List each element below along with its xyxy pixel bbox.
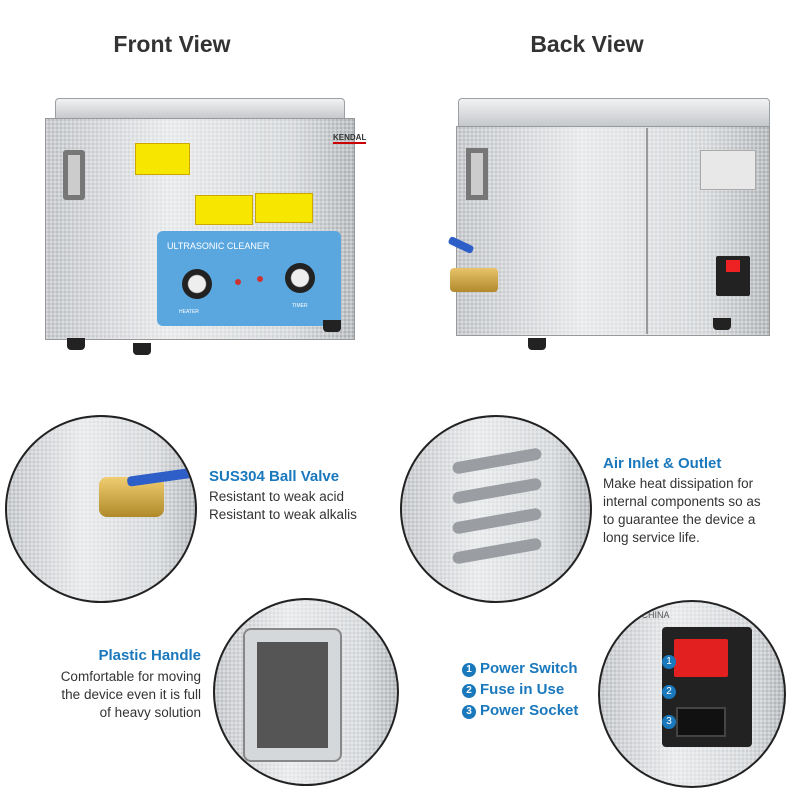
control-panel: ULTRASONIC CLEANER HEATER TIMER (157, 231, 341, 326)
timer-knob (285, 263, 315, 293)
panel-label: ULTRASONIC CLEANER (167, 241, 270, 251)
air-vent-detail (400, 415, 592, 603)
handle-title: Plastic Handle (98, 647, 201, 664)
air-line: Make heat dissipation for (603, 476, 754, 491)
brand-logo: KENDAL (333, 133, 367, 144)
valve-line: Resistant to weak alkalis (209, 507, 357, 522)
valve-line: Resistant to weak acid (209, 489, 345, 504)
handle-detail (213, 598, 399, 786)
front-view-title: Front View (113, 31, 231, 57)
back-view-title: Back View (530, 31, 644, 57)
handle-line: Comfortable for moving (60, 669, 201, 684)
handle-line: the device even it is full (61, 687, 201, 702)
air-line: long service life. (603, 530, 700, 545)
valve-title: SUS304 Ball Valve (209, 468, 340, 485)
handle-line: of heavy solution (99, 705, 201, 720)
air-line: to guarantee the device a (603, 512, 756, 527)
air-line: internal components so as (603, 494, 761, 509)
ball-valve-icon (450, 268, 498, 292)
air-title: Air Inlet & Outlet (603, 455, 722, 472)
heater-label: HEATER (179, 309, 199, 315)
power-module-detail: IN CHINA 1 2 3 (598, 600, 786, 788)
ball-valve-detail (5, 415, 197, 603)
heater-knob (182, 269, 212, 299)
timer-label: TIMER (292, 303, 308, 309)
handle-icon (63, 150, 85, 200)
back-device-image (447, 98, 770, 358)
plate-text: IN CHINA (630, 610, 670, 620)
front-device-image: KENDAL ULTRASONIC CLEANER HEATER TIMER (45, 98, 367, 358)
